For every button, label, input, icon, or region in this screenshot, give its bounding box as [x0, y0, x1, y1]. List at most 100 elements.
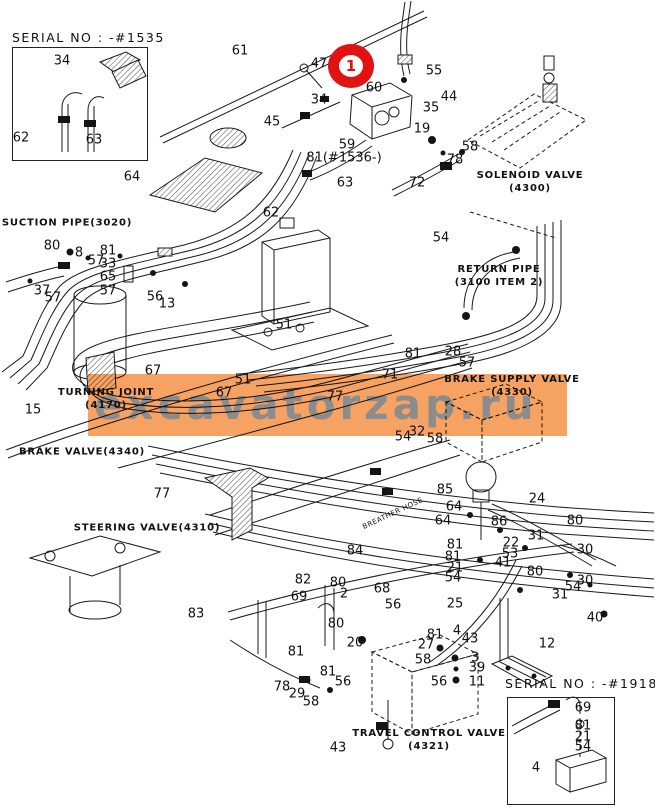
callout-30: 30 — [576, 573, 594, 589]
component-label: TURNING JOINT(4170) — [57, 387, 155, 411]
callout-47: 47 — [310, 56, 328, 72]
callout-81: 81 — [446, 537, 464, 553]
callout-57: 57 — [458, 355, 476, 371]
callout-77: 77 — [326, 389, 344, 405]
callout-69: 69 — [290, 589, 308, 605]
callout-86: 86 — [490, 514, 508, 530]
callout-3: 3 — [470, 650, 480, 666]
callout-81: 81 — [426, 627, 444, 643]
callout-62: 62 — [12, 130, 30, 146]
callout-65: 65 — [99, 269, 117, 285]
highlight-number: 1 — [345, 56, 357, 75]
callout-44: 44 — [440, 89, 458, 105]
callout-2: 2 — [339, 586, 349, 602]
callout-83: 83 — [187, 606, 205, 622]
callout-63: 63 — [85, 132, 103, 148]
callout-4: 4 — [531, 760, 541, 776]
callout-54: 54 — [432, 230, 450, 246]
callout-32: 32 — [408, 424, 426, 440]
callout-78: 78 — [273, 679, 291, 695]
callout-20: 20 — [346, 635, 364, 651]
callout-80: 80 — [327, 616, 345, 632]
callout-15: 15 — [24, 402, 42, 418]
callout-57: 57 — [87, 253, 105, 269]
callout-80: 80 — [526, 564, 544, 580]
component-label: BRAKE SUPPLY VALVE(4330) — [444, 374, 580, 398]
callout-80: 80 — [329, 575, 347, 591]
callout-45: 45 — [263, 114, 281, 130]
callout-72: 72 — [408, 175, 426, 191]
callout-80: 80 — [43, 238, 61, 254]
callout-8: 8 — [74, 245, 84, 261]
callout-27: 27 — [417, 637, 435, 653]
callout-58: 58 — [302, 694, 320, 710]
callout-43: 43 — [329, 740, 347, 756]
callout-78: 78 — [446, 152, 464, 168]
callout-41: 41 — [494, 555, 512, 571]
callout-54: 54 — [444, 570, 462, 586]
callout-82: 82 — [294, 572, 312, 588]
callout-19: 19 — [413, 121, 431, 137]
callout-53: 53 — [501, 546, 519, 562]
callout-68: 68 — [373, 581, 391, 597]
callout-62: 62 — [262, 205, 280, 221]
callout-57: 57 — [99, 283, 117, 299]
callout-63: 63 — [336, 175, 354, 191]
callout-31: 31 — [551, 587, 569, 603]
callout-85: 85 — [436, 482, 454, 498]
callout-43: 43 — [461, 631, 479, 647]
callout-81: 81 — [574, 718, 592, 734]
component-label: SOLENOID VALVE(4300) — [476, 170, 584, 194]
callout-57: 57 — [44, 290, 62, 306]
callout-56: 56 — [384, 597, 402, 613]
callout-28: 28 — [444, 344, 462, 360]
callout-81: 81 — [444, 549, 462, 565]
callout-34: 34 — [53, 53, 71, 69]
callout-11: 11 — [468, 674, 486, 690]
callout-60: 60 — [365, 80, 383, 96]
component-label: SUCTION PIPE(3020) — [1, 217, 133, 229]
callout-56: 56 — [430, 674, 448, 690]
callout-29: 29 — [288, 686, 306, 702]
callout-31: 31 — [527, 528, 545, 544]
component-label: TRAVEL CONTROL VALVE(4321) — [352, 728, 506, 752]
callout-40: 40 — [586, 610, 604, 626]
callout-34: 34 — [310, 92, 328, 108]
callout-22: 22 — [502, 535, 520, 551]
watermark-text: excavatorzap.ru — [94, 380, 538, 429]
callout-64: 64 — [445, 499, 463, 515]
component-label: BRAKE VALVE(4340) — [18, 446, 146, 458]
callout-37: 37 — [33, 283, 51, 299]
callout-39: 39 — [468, 660, 486, 676]
callout-67: 67 — [144, 363, 162, 379]
highlight-circle-item-1: 1 — [328, 44, 374, 88]
callout-81(#1536-): 81(#1536-) — [306, 150, 382, 166]
callout-61: 61 — [231, 43, 249, 59]
callout-84: 84 — [346, 543, 364, 559]
serial-box-1-title: SERIAL NO : -#1535 — [12, 30, 165, 45]
callout-59: 59 — [338, 137, 356, 153]
callout-58: 58 — [461, 139, 479, 155]
callout-81: 81 — [99, 243, 117, 259]
callout-54: 54 — [564, 579, 582, 595]
callout-55: 55 — [425, 63, 443, 79]
serial-box-2 — [507, 697, 615, 805]
callout-81: 81 — [287, 644, 305, 660]
callout-24: 24 — [528, 491, 546, 507]
callout-13: 13 — [158, 296, 176, 312]
callout-81: 81 — [319, 664, 337, 680]
callout-64: 64 — [434, 513, 452, 529]
callout-12: 12 — [538, 636, 556, 652]
callout-21: 21 — [574, 729, 592, 745]
serial-box-2-title: SERIAL NO : -#1918 — [505, 676, 655, 691]
callout-21: 21 — [446, 560, 464, 576]
callout-51: 51 — [275, 317, 293, 333]
callout-77: 77 — [153, 486, 171, 502]
callout-4: 4 — [452, 623, 462, 639]
watermark-band: excavatorzap.ru — [88, 374, 567, 436]
callout-35: 35 — [422, 100, 440, 116]
component-label: RETURN PIPE(3100 ITEM 2) — [454, 264, 544, 288]
callout-67: 67 — [215, 385, 233, 401]
component-label: STEERING VALVE(4310) — [73, 522, 221, 534]
callout-58: 58 — [426, 431, 444, 447]
